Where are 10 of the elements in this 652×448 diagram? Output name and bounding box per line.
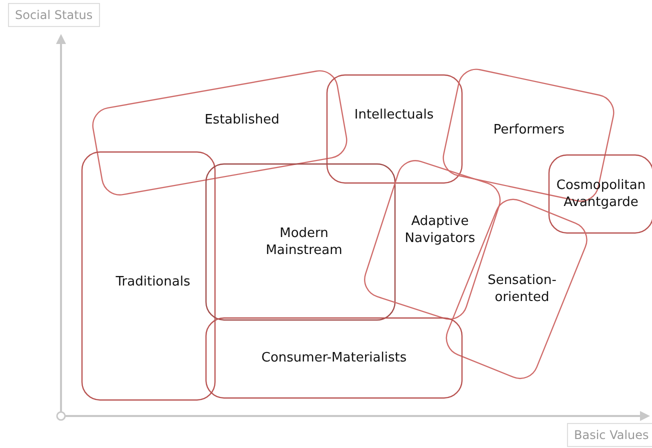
- segment-label: Modern Mainstream: [264, 225, 344, 259]
- segment-label: Traditionals: [114, 274, 192, 290]
- segment-label: Intellectuals: [353, 106, 435, 124]
- segment-label: Established: [204, 111, 280, 128]
- segment-label: Consumer-Materialists: [260, 350, 408, 366]
- segment-label: Sensation-oriented: [486, 272, 558, 306]
- y-axis-label: Social Status: [8, 3, 100, 27]
- x-axis-label: Basic Values: [567, 423, 652, 447]
- segment-label: Performers: [492, 121, 566, 138]
- segment-label: Adaptive Navigators: [404, 212, 476, 247]
